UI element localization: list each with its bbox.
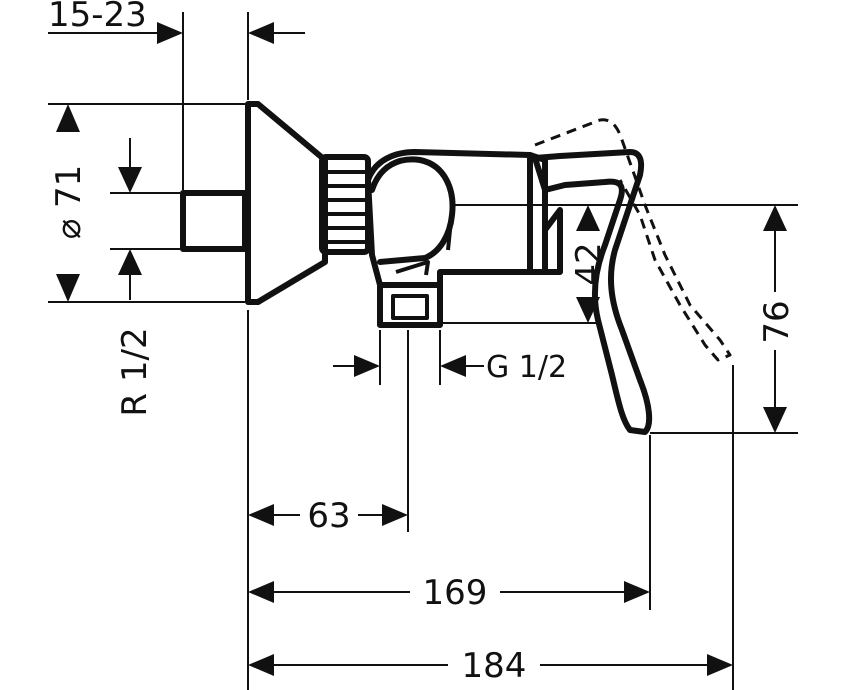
dim-body-length: 169: [248, 573, 650, 613]
dim-inlet-thread: R 1/2: [115, 138, 155, 417]
lever-handle: [532, 149, 653, 435]
dim-outlet-thread: G 1/2: [333, 350, 567, 385]
dim-flange-diameter: ⌀ 71: [49, 104, 89, 302]
dim-handle-height-large: 76: [757, 205, 797, 433]
dim-label-overall-length: 184: [462, 646, 527, 686]
dim-label-body-length: 169: [423, 573, 488, 613]
dim-label-inlet-thread: R 1/2: [115, 327, 155, 416]
inlet-stub: [180, 190, 248, 252]
extension-lines: [48, 12, 798, 690]
lever-handle-alt: [534, 118, 732, 362]
dim-overall-length: 184: [248, 646, 733, 686]
dim-label-flange-diameter: ⌀ 71: [49, 165, 89, 240]
dim-label-outlet-offset: 63: [307, 496, 350, 536]
mixer-body: [180, 101, 563, 328]
dim-label-handle-height-large: 76: [757, 300, 797, 343]
wall-flange: [245, 101, 328, 305]
dim-label-handle-height-small: 42: [569, 242, 609, 285]
dim-label-outlet-thread: G 1/2: [486, 350, 567, 385]
dim-label-wall-depth: 15-23: [48, 0, 147, 35]
threaded-nut: [319, 154, 371, 255]
dim-handle-height-small: 42: [569, 205, 609, 323]
outlet-fitting: [377, 282, 443, 328]
dim-wall-depth: 15-23: [48, 0, 305, 44]
dim-outlet-offset: 63: [248, 496, 408, 536]
